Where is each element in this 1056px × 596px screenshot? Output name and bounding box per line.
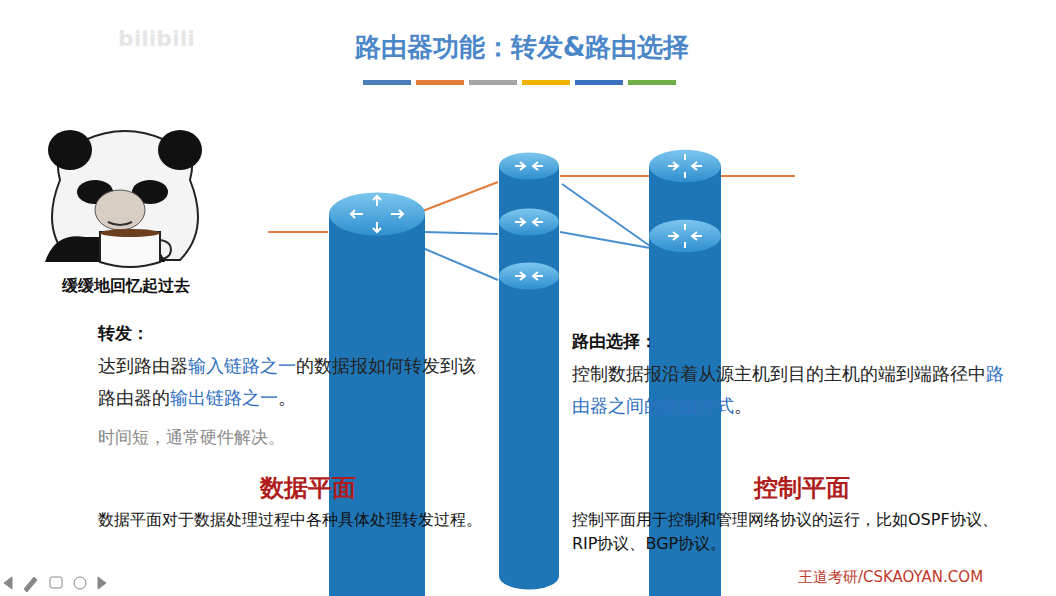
body-text: 。 xyxy=(278,387,296,408)
plane-heading: 数据平面 xyxy=(98,472,518,504)
body-text: 控制数据报沿着从源主机到目的主机的端到端路径中 xyxy=(572,363,986,384)
plane-heading: 控制平面 xyxy=(572,472,1032,504)
description: 数据平面对于数据处理过程中各种具体处理转发过程。 xyxy=(98,508,518,532)
watermark: bilibili xyxy=(118,26,195,51)
meme-caption: 缓缓地回忆起过去 xyxy=(20,276,232,297)
section-heading: 转发： xyxy=(98,322,149,345)
body-text: 达到路由器 xyxy=(98,355,188,376)
nav-icons xyxy=(4,577,106,592)
highlight-text: 输出链路之一 xyxy=(170,387,278,408)
footer-mark: 王道考研/CSKAOYAN.COM xyxy=(798,568,983,587)
color-bars xyxy=(363,80,676,85)
highlight-text: 输入链路之一 xyxy=(188,355,296,376)
note: 时间短，通常硬件解决。 xyxy=(98,426,285,449)
description: 控制平面用于控制和管理网络协议的运行，比如OSPF协议、RIP协议、BGP协议。 xyxy=(572,508,1022,556)
body-text: 。 xyxy=(734,395,752,416)
section-heading: 路由选择： xyxy=(572,330,657,353)
body-paragraph: 达到路由器输入链路之一的数据报如何转发到该路由器的输出链路之一。 xyxy=(98,350,490,414)
panda-meme xyxy=(45,130,202,267)
body-paragraph: 控制数据报沿着从源主机到目的主机的端到端路径中路由器之间的路由方式。 xyxy=(572,358,1014,422)
